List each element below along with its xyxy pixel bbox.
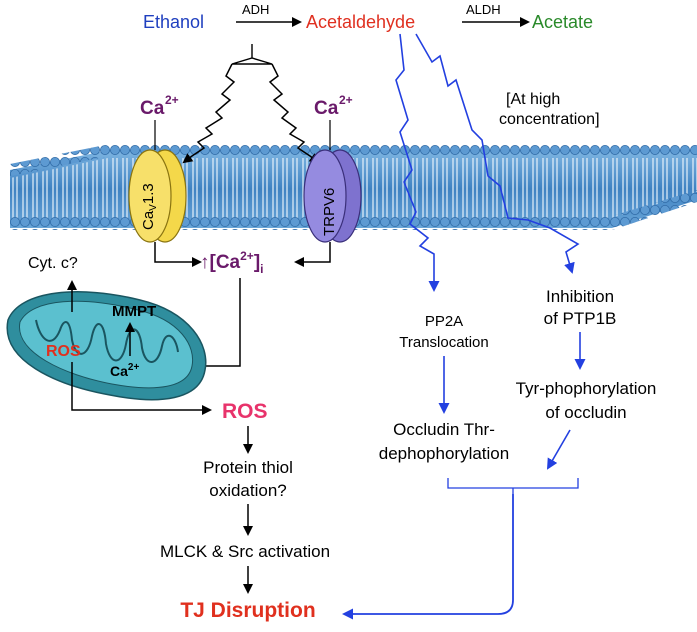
pp2a-label-line2: Translocation: [399, 334, 489, 351]
tj-disruption-label: TJ Disruption: [180, 599, 315, 622]
acetaldehyde-to-ptp1b-wavy: [415, 33, 580, 274]
ptp1b-label-line1: Inhibition: [546, 287, 614, 306]
trpv-to-intracellular-arrow: [294, 242, 331, 267]
acetaldehyde-label: Acetaldehyde: [306, 12, 415, 32]
mitochondrion: [6, 291, 207, 401]
cav13-channel: CaV1.3: [128, 149, 187, 243]
svg-text:Ca: Ca: [314, 98, 339, 119]
mito-ros-to-ros-arrow: [71, 362, 212, 415]
acetate-label: Acetate: [532, 12, 593, 32]
ca-right-label: Ca 2+: [314, 93, 353, 119]
mito-calcium-label: Ca2+: [110, 362, 139, 379]
mito-ros-label: ROS: [46, 343, 81, 360]
mlck-src-label: MLCK & Src activation: [160, 542, 330, 561]
convergence-bracket: [447, 478, 579, 494]
intracellular-calcium-label: ↑[Ca2+]i: [200, 249, 263, 276]
acetaldehyde-to-pp2a-wavy: [395, 33, 440, 292]
wavy-arrow-to-trpv: [268, 63, 320, 164]
ros-label: ROS: [222, 400, 268, 423]
svg-text:CaV1.3: CaV1.3: [140, 183, 159, 230]
svg-text:2+: 2+: [339, 93, 353, 107]
svg-text:Ca2+: Ca2+: [110, 362, 139, 379]
occludin-thr-label-line1: Occludin Thr-: [393, 420, 495, 439]
ptp1b-label-line2: of PTP1B: [544, 309, 617, 328]
ethanol-label: Ethanol: [143, 12, 204, 32]
trpv6-channel: TRPV6: [303, 149, 362, 243]
tyr-phosphorylation-label-line2: of occludin: [545, 403, 626, 422]
aldh-label: ALDH: [466, 2, 501, 17]
ethanol-to-channels-connector: [231, 44, 273, 65]
mmpt-label: MMPT: [112, 303, 156, 320]
tyr-phosphorylation-label-line1: Tyr-phophorylation: [516, 379, 657, 398]
wavy-arrow-to-cav: [182, 63, 236, 164]
svg-text:↑[Ca2+]i: ↑[Ca2+]i: [200, 249, 263, 276]
svg-text:Ca: Ca: [140, 98, 165, 119]
protein-thiol-label-line2: oxidation?: [209, 481, 287, 500]
svg-text:2+: 2+: [165, 93, 179, 107]
occludin-thr-label-line2: dephophorylation: [379, 444, 509, 463]
cav-to-intracellular-arrow: [154, 242, 202, 267]
tyr-to-bracket-arrow: [546, 429, 571, 470]
high-concentration-note-line1: [At high: [506, 91, 560, 108]
cytochrome-c-label: Cyt. c?: [28, 255, 78, 272]
pp2a-label-line1: PP2A: [425, 313, 463, 330]
svg-text:TRPV6: TRPV6: [321, 188, 338, 236]
adh-label: ADH: [242, 2, 269, 17]
protein-thiol-label-line1: Protein thiol: [203, 458, 293, 477]
ca-left-label: Ca 2+: [140, 93, 179, 119]
high-concentration-note-line2: concentration]: [499, 111, 600, 128]
bracket-to-tj-arrow: [342, 494, 514, 620]
